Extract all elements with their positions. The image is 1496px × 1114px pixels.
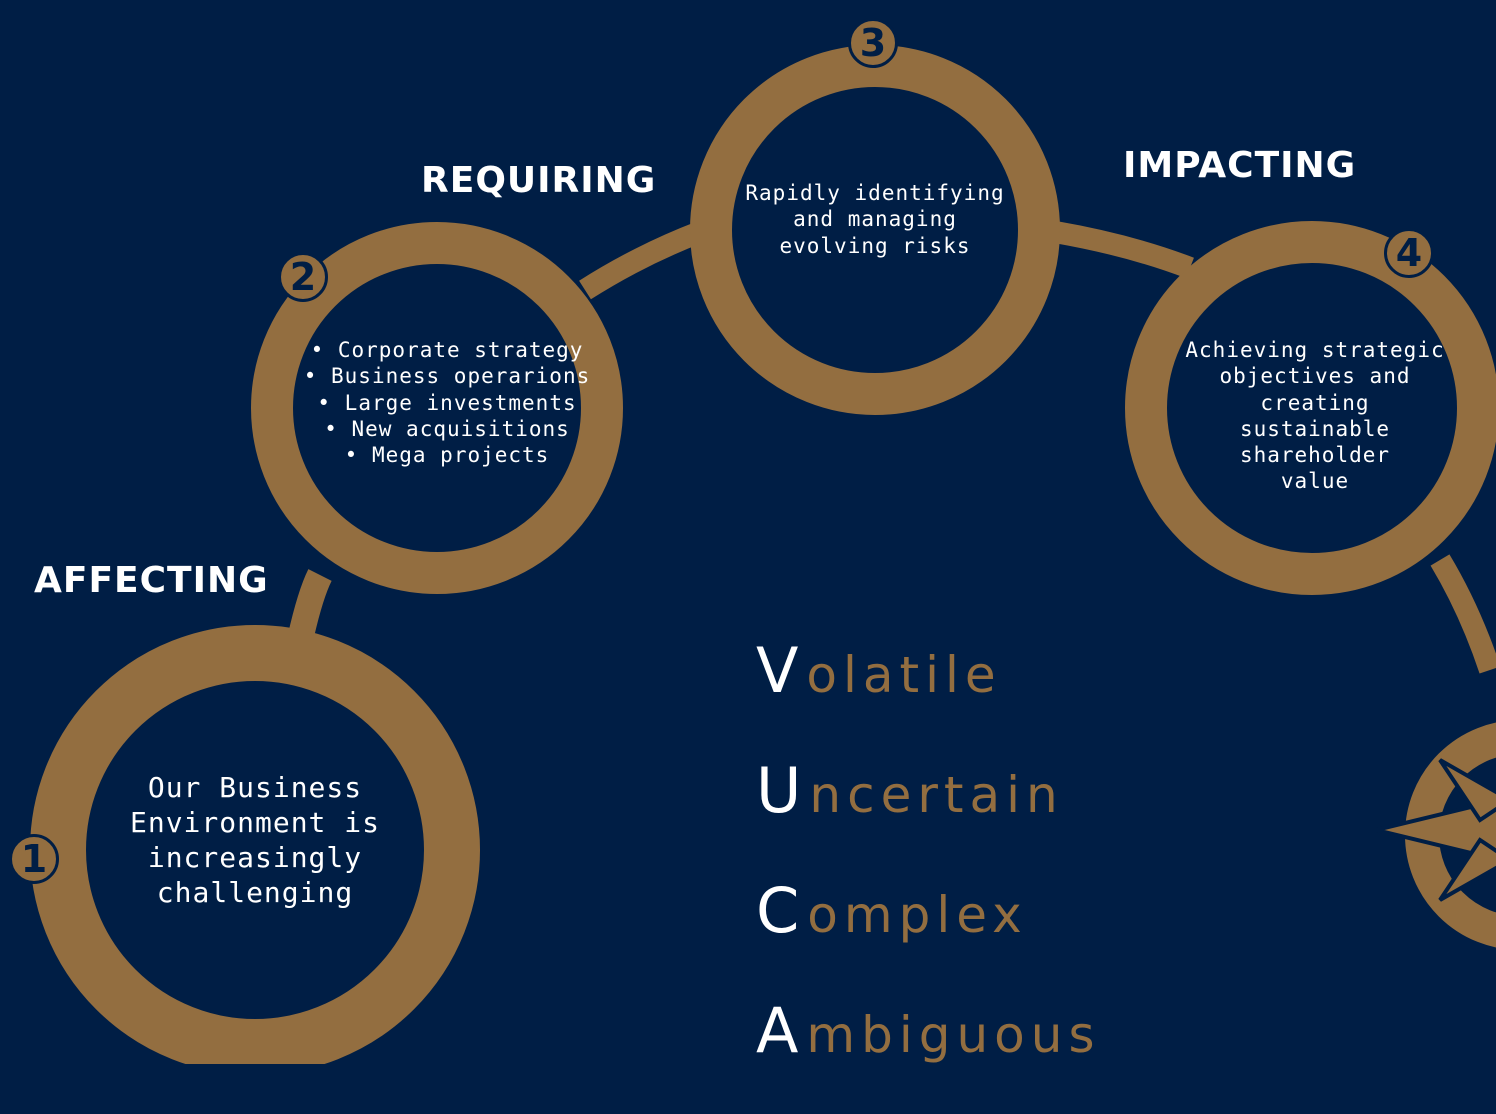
step-4-ring	[1125, 221, 1496, 595]
step-1-line: challenging	[156, 876, 354, 909]
step-3-number: 3	[848, 18, 898, 68]
step-2-item: • Mega projects	[344, 443, 550, 467]
step-2-item: • New acquisitions	[324, 416, 570, 441]
step-4-line: objectives and	[1219, 364, 1411, 389]
step-1-number: 1	[9, 834, 59, 884]
step-4-number: 4	[1384, 228, 1434, 278]
label-impacting: IMPACTING	[1123, 145, 1357, 186]
vuca-word: olatile	[806, 646, 1002, 704]
step-1-text: Our Business Environment is increasingly…	[105, 770, 405, 910]
vuca-initial: V	[756, 634, 799, 707]
vuca-word: omplex	[807, 886, 1028, 944]
step-2-item: • Business operarions	[303, 364, 591, 389]
connector-2-3	[579, 221, 704, 300]
step-1-line: increasingly	[147, 841, 363, 874]
step-4-line: Achieving strategic	[1185, 338, 1445, 362]
label-requiring: REQUIRING	[421, 160, 657, 201]
step-3-line: and managing	[793, 207, 957, 232]
compass-icon	[1375, 722, 1496, 948]
step-4-text: Achieving strategic objectives and creat…	[1180, 337, 1450, 495]
vuca-initial: C	[756, 874, 800, 947]
step-2-ring	[251, 222, 623, 594]
step-2-number: 2	[278, 252, 328, 302]
step-1-line: Environment is	[129, 806, 380, 839]
vuca-initial: A	[756, 994, 799, 1067]
step-1-line: Our Business	[147, 771, 363, 804]
step-4-line: value	[1280, 469, 1350, 494]
step-4-line: sustainable	[1239, 416, 1391, 441]
step-2-item: • Large investments	[317, 390, 577, 415]
step-2-text: • Corporate strategy • Business operario…	[292, 337, 602, 468]
step-3-line: evolving risks	[779, 233, 971, 258]
vuca-word: mbiguous	[806, 1006, 1101, 1064]
vuca-initial: U	[756, 754, 802, 827]
step-2-item: • Corporate strategy	[310, 338, 584, 362]
connector-4-out	[1430, 554, 1496, 674]
step-4-line: creating	[1260, 390, 1370, 415]
step-1-ring	[30, 625, 480, 1064]
step-3-text: Rapidly identifying and managing evolvin…	[740, 180, 1010, 259]
vuca-word: ncertain	[809, 766, 1064, 824]
step-4-line: shareholder	[1239, 443, 1391, 467]
connector-3-4	[1053, 221, 1194, 279]
step-3-line: Rapidly identifying	[745, 181, 1005, 205]
label-affecting: AFFECTING	[34, 560, 269, 601]
